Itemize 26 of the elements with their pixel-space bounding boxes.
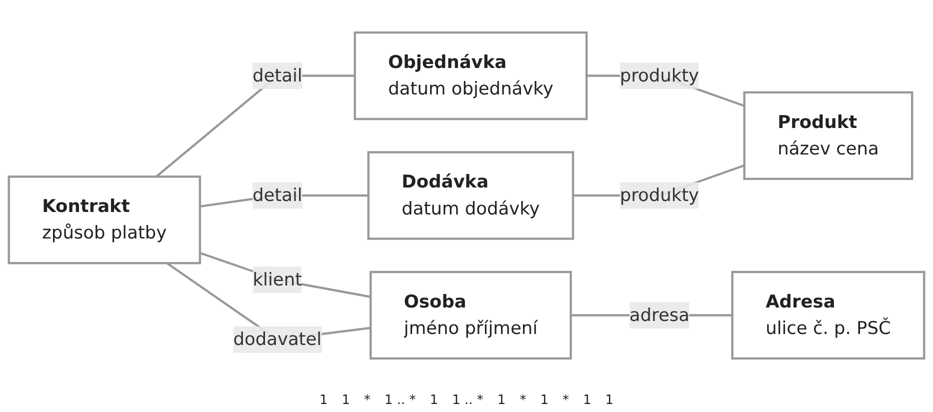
node-box: Kontrakt způsob platby bbox=[8, 176, 202, 264]
multiplicity-label: 1 bbox=[540, 393, 548, 408]
edge-label: produkty bbox=[620, 184, 700, 206]
node-box: Dodávka datum dodávky bbox=[367, 151, 574, 240]
edge-label: adresa bbox=[629, 304, 690, 326]
multiplicity-label: * bbox=[364, 393, 371, 408]
multiplicity-label: 1 bbox=[582, 393, 592, 408]
multiplicity-label: 1 bbox=[430, 393, 438, 408]
node-box: Osoba jméno příjmení bbox=[370, 270, 572, 360]
edge-label: klient bbox=[252, 268, 302, 290]
connector bbox=[200, 252, 371, 298]
multiplicity-label: * bbox=[520, 393, 526, 408]
edge-label: dodavatel bbox=[233, 328, 322, 350]
edge-label: produkty bbox=[620, 64, 700, 86]
multiplicity-label: 1 .. * bbox=[452, 393, 484, 408]
edge-label: detail bbox=[252, 184, 302, 206]
multiplicity-label: 1 bbox=[605, 393, 614, 408]
multiplicity-label: 1 bbox=[497, 393, 506, 408]
node-box: Objednávka datum objednávky bbox=[354, 31, 588, 120]
multiplicity-label: * bbox=[562, 393, 569, 408]
edge-label: detail bbox=[252, 64, 302, 86]
multiplicity-label: 1 .. * bbox=[384, 393, 416, 408]
node-box: Adresa ulice č. p. PSČ bbox=[731, 270, 926, 360]
multiplicity-label: 1 bbox=[342, 393, 350, 408]
node-box: Produkt název cena bbox=[743, 91, 914, 180]
multiplicity-label: 1 bbox=[319, 393, 328, 408]
